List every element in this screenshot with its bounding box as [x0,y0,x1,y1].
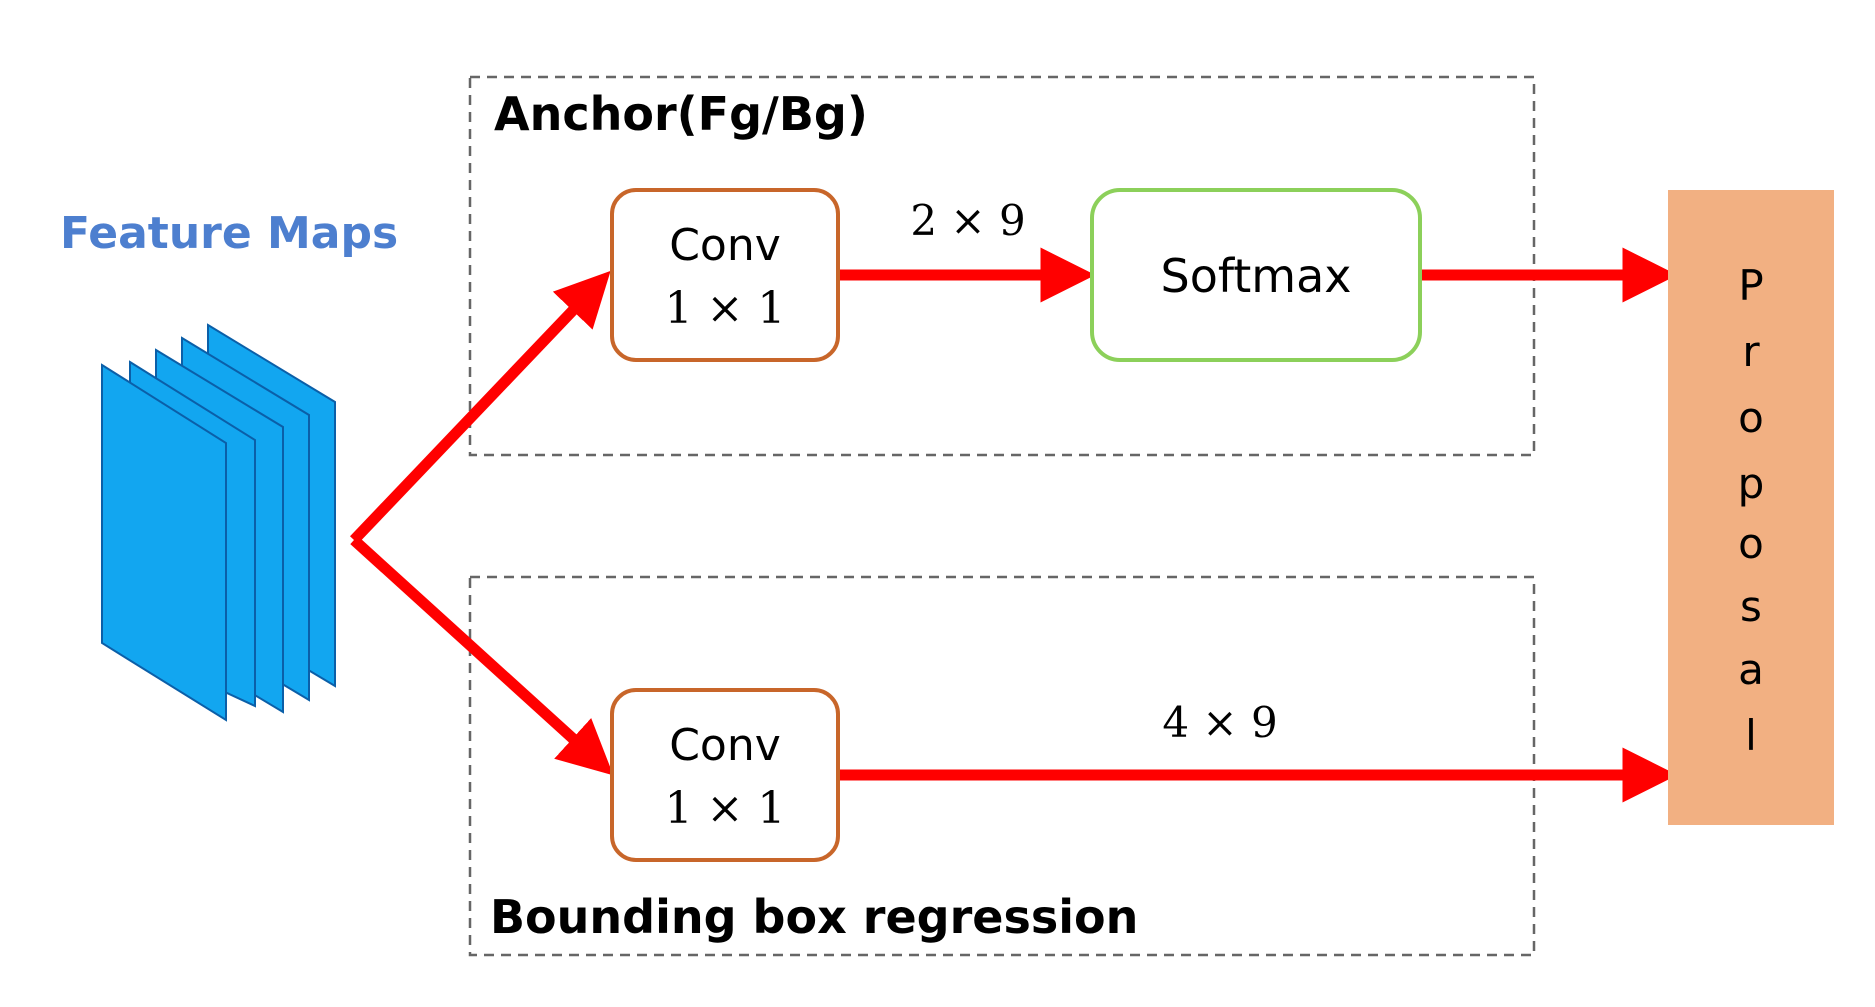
proposal-letter: l [1745,711,1757,760]
proposal-letter: s [1740,582,1762,631]
arrows [350,247,1678,803]
softmax-box [1090,188,1422,362]
softmax-node: Softmax [1090,188,1422,362]
proposal-letter: o [1738,393,1764,442]
proposal-letter: r [1742,327,1760,376]
proposal-letter: o [1738,519,1764,568]
conv-bottom-box [610,688,840,862]
proposal-letter: p [1738,459,1765,508]
conv-top-line2: 1 × 1 [665,283,786,334]
split-arrow-lower [350,535,614,776]
anchor-group-label: Anchor(Fg/Bg) [494,87,868,141]
split-arrow-upper [350,270,611,544]
feature-maps-label: Feature Maps [60,208,398,259]
bbox-group-label: Bounding box regression [490,890,1138,944]
anchor-group-box [468,75,1536,457]
conv-top-box [610,188,840,362]
proposal-node: P r o p o s a l [1668,190,1834,825]
proposal-letter: P [1738,261,1763,310]
conv-bottom-node: Conv 1 × 1 [610,688,840,862]
conv-bottom-line2: 1 × 1 [665,783,786,834]
softmax-label: Softmax [1161,249,1352,303]
conv-top-line1: Conv [669,220,781,271]
top-edge-label: 2 × 9 [910,196,1025,245]
proposal-box [1668,190,1834,825]
feature-maps-stack [101,323,336,722]
bottom-edge-label: 4 × 9 [1162,698,1277,747]
bbox-regression-group-box [468,575,1536,957]
feature-map-layer-1 [101,363,227,722]
proposal-letter: a [1738,645,1764,694]
conv-top-node: Conv 1 × 1 [610,188,840,362]
conv-bottom-line1: Conv [669,720,781,771]
